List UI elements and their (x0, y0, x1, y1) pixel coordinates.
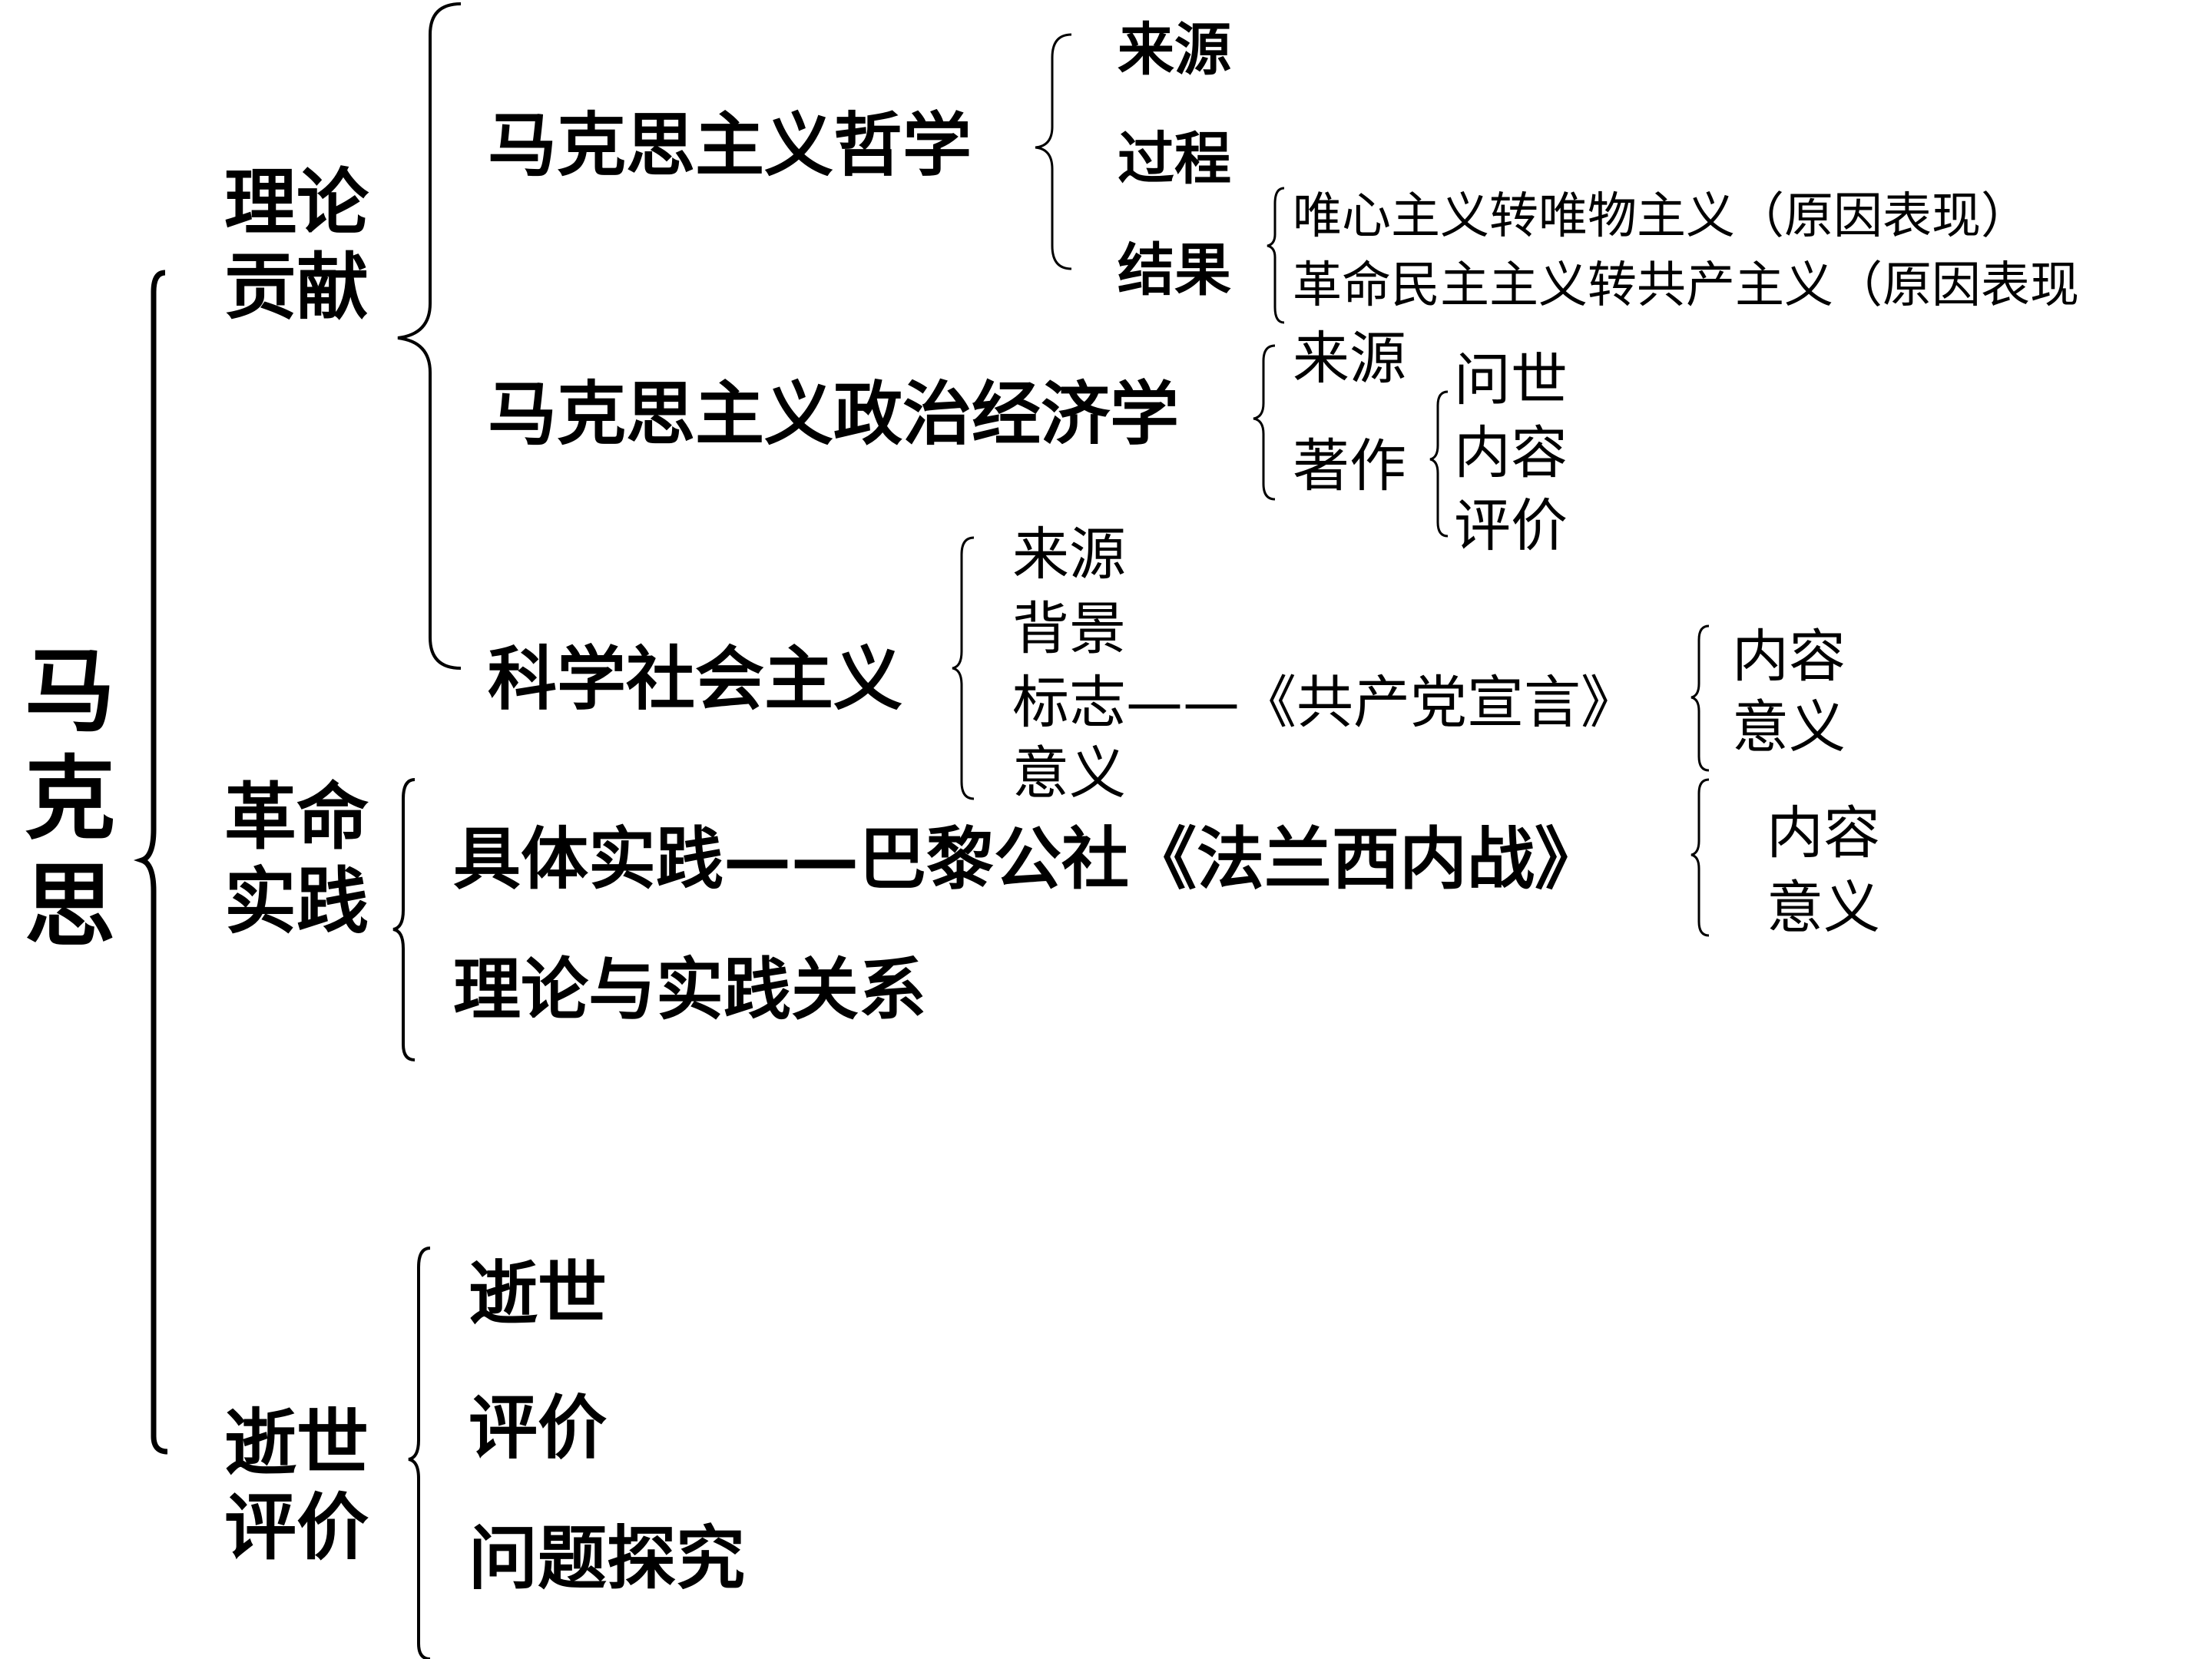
manifesto-item-significance: 意义 (1732, 694, 1846, 760)
commune-brace (1690, 778, 1710, 937)
manifesto-brace (1690, 624, 1710, 772)
socialism-item-manifesto: 标志——《共产党宣言》 (1012, 670, 1637, 736)
philosophy-item-source: 来源 (1118, 17, 1231, 83)
manifesto-item-content: 内容 (1732, 624, 1846, 690)
evaluation-item-evaluation: 评价 (469, 1388, 607, 1469)
works-item-evaluation: 评价 (1454, 493, 1568, 559)
philosophy-item-process: 过程 (1118, 126, 1231, 192)
root-brace (133, 270, 168, 1455)
result-brace (1267, 187, 1285, 324)
death-brace (408, 1247, 431, 1659)
socialism-brace (952, 536, 975, 800)
result-item-communism: 革命民主主义转共产主义（原因表现 (1293, 257, 2079, 314)
works-brace (1429, 390, 1449, 538)
works-item-content: 内容 (1454, 420, 1568, 486)
socialism-item-source: 来源 (1012, 522, 1126, 588)
philosophy-brace (1035, 33, 1072, 270)
theory-contribution-label: 理论贡献 (224, 161, 369, 329)
theory-practice-relation: 理论与实践关系 (453, 950, 927, 1029)
commune-item-significance: 意义 (1767, 875, 1880, 941)
socialism-item-background: 背景 (1012, 596, 1126, 662)
paris-commune-label: 具体实践——巴黎公社《法兰西内战》 (453, 820, 1603, 899)
revolution-practice-label: 革命实践 (224, 776, 369, 944)
philosophy-item-result: 结果 (1118, 237, 1231, 303)
evaluation-item-inquiry: 问题探究 (469, 1518, 745, 1599)
death-evaluation-label: 逝世评价 (224, 1402, 369, 1570)
works-item-publish: 问世 (1454, 347, 1568, 413)
root-title: 马克思 (25, 638, 116, 959)
commune-item-content: 内容 (1767, 800, 1880, 866)
theory-brace (397, 2, 462, 670)
economics-title: 马克思主义政治经济学 (488, 374, 1179, 455)
economics-brace (1253, 344, 1276, 501)
economics-item-works: 著作 (1293, 433, 1406, 499)
economics-item-source: 来源 (1293, 326, 1406, 392)
evaluation-item-death: 逝世 (469, 1253, 607, 1334)
result-item-idealism: 唯心主义转唯物主义（原因表现） (1293, 188, 2030, 245)
philosophy-title: 马克思主义哲学 (488, 105, 972, 186)
revolution-brace (392, 778, 416, 1061)
socialism-title: 科学社会主义 (488, 639, 902, 720)
socialism-item-significance: 意义 (1012, 740, 1126, 806)
